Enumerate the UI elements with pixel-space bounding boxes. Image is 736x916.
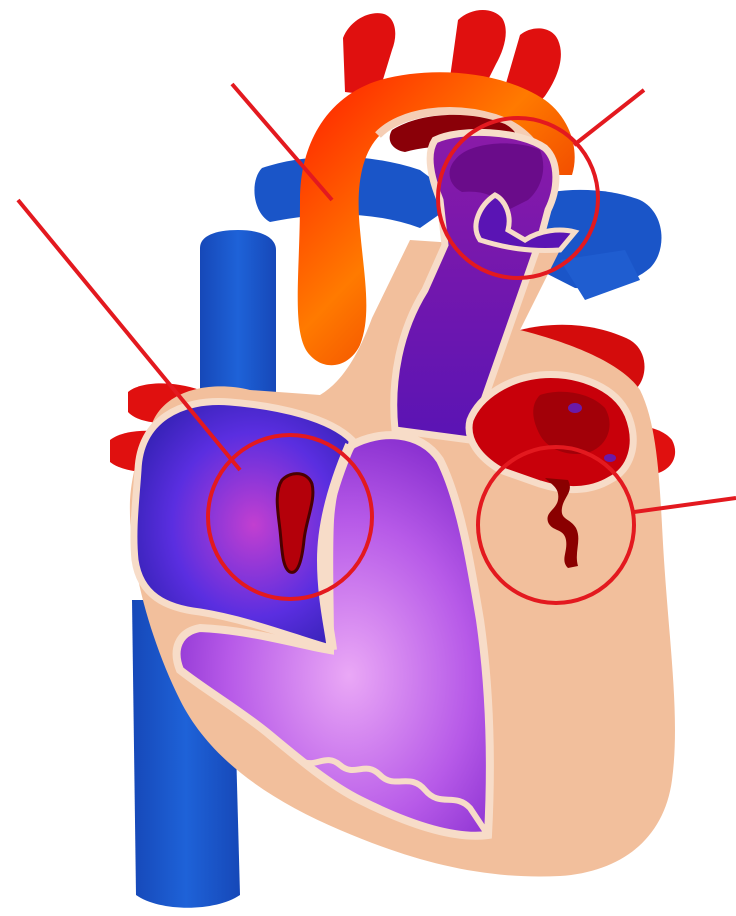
pulmonary-pointer-line [574, 90, 644, 145]
pulmonary-vein-opening-1 [568, 403, 582, 413]
pulmonary-vein-opening-2 [604, 454, 616, 462]
